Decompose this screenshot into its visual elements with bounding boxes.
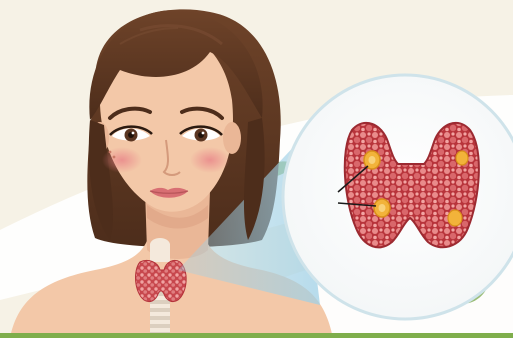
right-cheek-blush <box>190 147 230 173</box>
nodule <box>448 210 462 226</box>
nodule <box>456 151 468 165</box>
right-ear <box>223 122 241 154</box>
left-cheek-blush <box>102 147 142 173</box>
bottom-bar <box>0 333 513 338</box>
